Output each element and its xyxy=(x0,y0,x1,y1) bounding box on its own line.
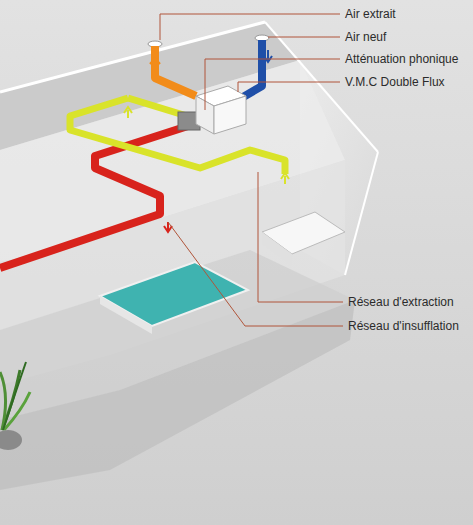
supply-duct xyxy=(0,126,188,268)
fresh-air-duct xyxy=(238,40,262,100)
bathtub-side xyxy=(262,232,292,266)
flow-arrow xyxy=(164,222,172,232)
flow-arrow xyxy=(264,50,272,62)
callout-label: V.M.C Double Flux xyxy=(345,75,445,89)
exhaust-duct xyxy=(155,46,196,96)
callout-label: Air neuf xyxy=(345,30,386,44)
vmc-unit xyxy=(214,96,246,134)
roof-edge xyxy=(0,22,265,92)
flow-arrow xyxy=(124,107,132,118)
wall-edge xyxy=(345,152,378,275)
leader-lines xyxy=(160,14,343,326)
extraction-duct xyxy=(70,98,285,174)
plant xyxy=(0,362,30,450)
lower-wall xyxy=(0,300,355,490)
callout-label: Atténuation phonique xyxy=(345,52,458,66)
flow-arrow xyxy=(281,173,289,184)
callout-label: Réseau d'extraction xyxy=(348,295,454,309)
flow-arrow xyxy=(150,58,160,70)
callout-label: Air extrait xyxy=(345,7,396,21)
shower-tray-edge xyxy=(100,296,152,334)
callout-label: Réseau d'insufflation xyxy=(348,319,459,333)
